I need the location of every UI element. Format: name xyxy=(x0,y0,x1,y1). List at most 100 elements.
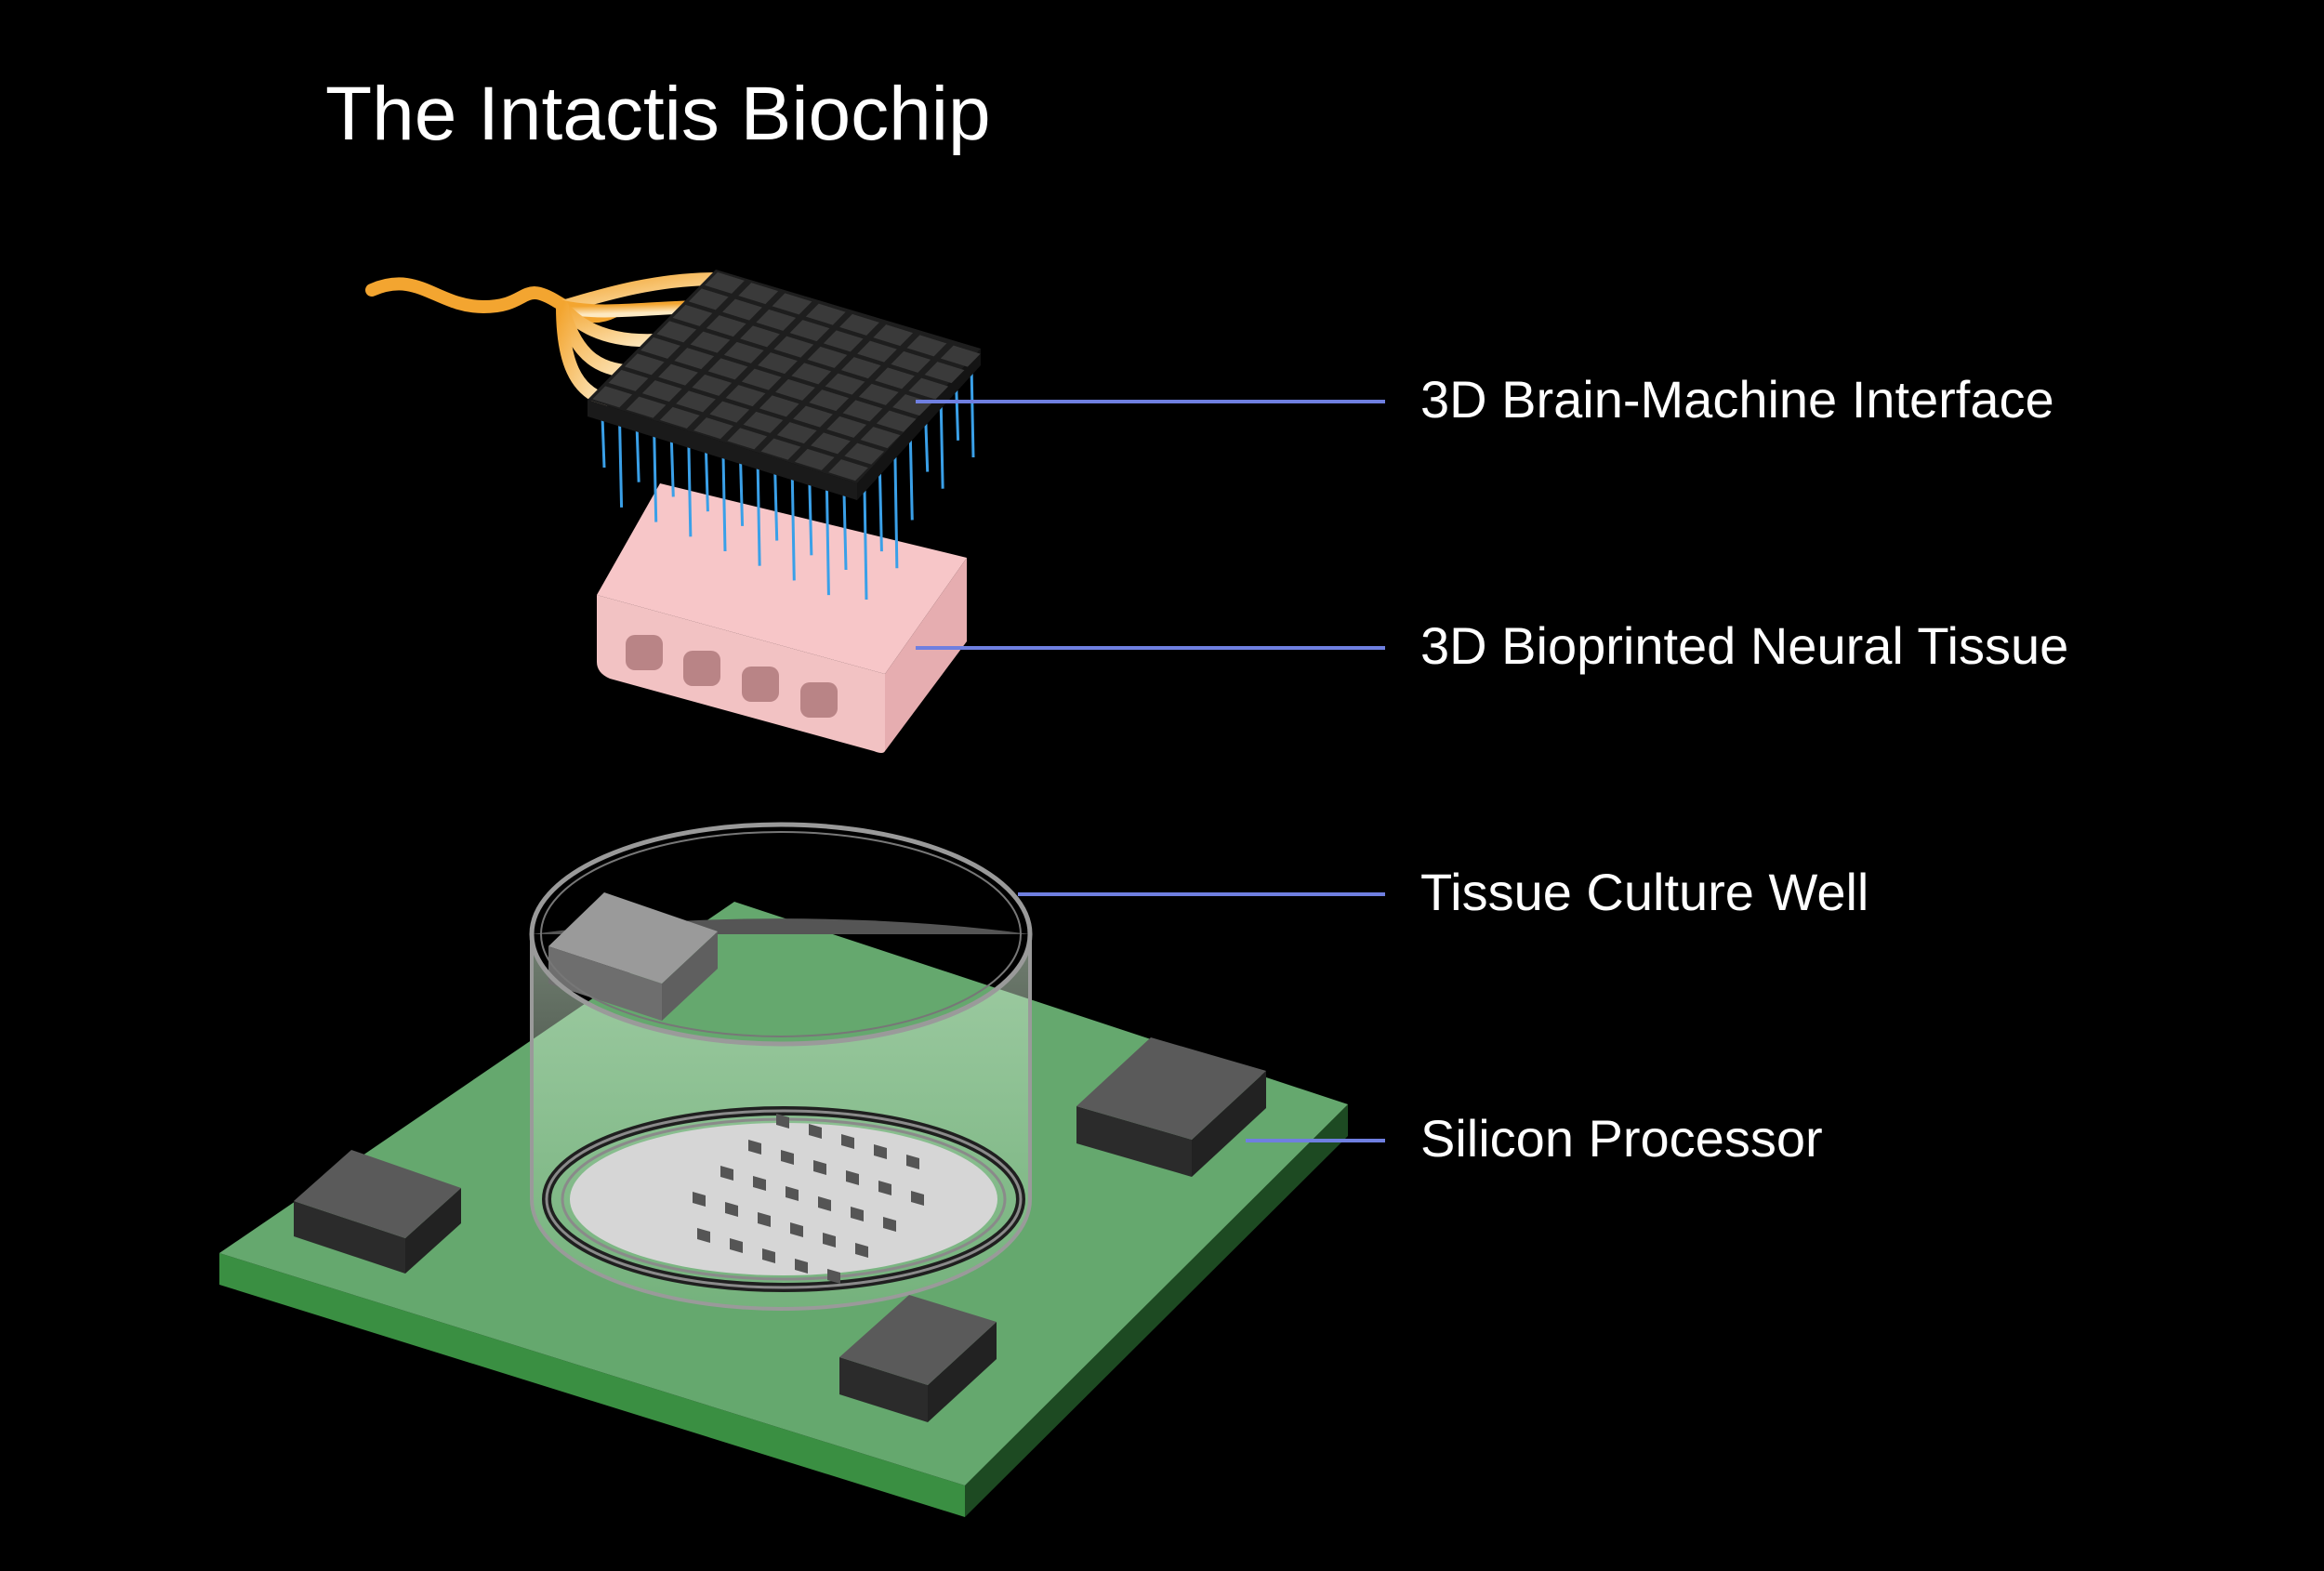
electrode-needle xyxy=(908,435,914,521)
board-front xyxy=(219,1253,965,1517)
interface-grid xyxy=(592,271,981,482)
electrode-cell xyxy=(809,389,850,412)
electrode-cell xyxy=(741,368,782,390)
electrode-cell xyxy=(756,309,797,331)
disc-electrode xyxy=(809,1124,822,1139)
electrode-cell xyxy=(876,410,917,432)
culture-well-icon xyxy=(529,822,1033,1311)
well-rim xyxy=(529,822,1033,1047)
electrode-cell xyxy=(823,330,864,352)
electrode-needle xyxy=(669,438,675,497)
electrode-cell xyxy=(807,346,848,368)
electrode-cell xyxy=(759,395,799,417)
electrode-needle xyxy=(970,364,975,458)
electrode-array-icon xyxy=(365,270,981,601)
electrode-cell xyxy=(858,383,899,405)
disc-electrode xyxy=(693,1192,706,1207)
electrode-cell xyxy=(940,345,981,367)
electrode-cell xyxy=(775,378,815,401)
electrode-needle xyxy=(924,417,930,472)
electrode-cell xyxy=(842,400,883,422)
disc-electrode xyxy=(878,1181,891,1195)
label-well: Tissue Culture Well xyxy=(1420,863,1868,921)
electrode-cell xyxy=(688,288,729,310)
electrode-cell xyxy=(875,367,915,389)
disc-electrode xyxy=(911,1191,924,1206)
disc-electrode xyxy=(818,1196,831,1211)
electrode-cell xyxy=(690,331,731,353)
electrode-cell xyxy=(840,357,881,379)
electrode-cell xyxy=(839,313,879,336)
disc-electrode xyxy=(846,1170,859,1185)
electrode-cell xyxy=(793,405,833,428)
electrode-cell xyxy=(738,283,779,305)
electrode-cell xyxy=(743,411,784,433)
electrode-needle xyxy=(653,432,658,522)
electrode-cell xyxy=(892,394,932,416)
electrode-cell xyxy=(705,271,745,294)
disc-electrode xyxy=(823,1233,836,1248)
electrode-cell xyxy=(906,335,947,357)
electrode-cell xyxy=(723,341,764,363)
disc-electrode xyxy=(855,1243,868,1258)
electrode-needle xyxy=(739,459,745,526)
tissue-block-icon xyxy=(597,483,967,753)
electrode-cell xyxy=(772,293,812,315)
disc-electrode xyxy=(720,1166,733,1181)
electrode-cell xyxy=(706,315,746,337)
disc-electrode xyxy=(748,1140,761,1155)
callouts: 3D Brain-Machine Interface 3D Bioprinted… xyxy=(916,370,2068,1168)
electrode-needle xyxy=(825,487,830,596)
disc-electrode xyxy=(841,1134,854,1149)
electrode-cell xyxy=(676,390,716,413)
electrode-cell xyxy=(592,386,633,408)
electrode-cell xyxy=(789,320,830,342)
page-title: The Intactis Biochip xyxy=(325,72,991,156)
electrode-needle xyxy=(893,453,899,569)
disc-electrode-dots xyxy=(693,1114,924,1284)
electrode-cell xyxy=(811,432,851,455)
electrode-needle xyxy=(756,465,761,566)
electrode-cell xyxy=(891,350,931,373)
electrode-cell xyxy=(773,336,814,358)
electrode-cell xyxy=(857,340,897,363)
electrode-needle xyxy=(955,382,960,441)
disc-electrode xyxy=(874,1144,887,1159)
chip-bottom xyxy=(839,1295,997,1422)
electrode-needle xyxy=(687,443,693,537)
electrode-cell xyxy=(860,427,901,449)
chip-left xyxy=(294,1150,461,1274)
tissue-pores xyxy=(626,635,838,718)
electrode-cell xyxy=(709,401,750,423)
disc-electrode xyxy=(781,1150,794,1165)
electrode-cell xyxy=(844,442,885,465)
label-processor: Silicon Processor xyxy=(1420,1109,1823,1168)
label-tissue: 3D Bioprinted Neural Tissue xyxy=(1420,616,2068,675)
disc-electrode xyxy=(813,1160,826,1175)
electrode-needle xyxy=(721,454,727,552)
electrode-cell xyxy=(692,374,733,396)
disc-electrode xyxy=(851,1207,864,1221)
label-interface: 3D Brain-Machine Interface xyxy=(1420,370,2054,429)
electrode-cell xyxy=(828,459,868,482)
interface-needles xyxy=(601,364,975,601)
electrode-cell xyxy=(707,358,748,380)
electrode-cell xyxy=(640,337,680,359)
electrode-cell xyxy=(794,448,835,470)
electrode-needle xyxy=(939,400,944,489)
chip-right xyxy=(1076,1037,1266,1177)
disc-electrode xyxy=(753,1176,766,1191)
electrode-cell xyxy=(805,303,846,325)
disc-electrode xyxy=(730,1238,743,1253)
electrode-cell xyxy=(658,363,698,386)
electrode-needle xyxy=(704,449,709,512)
disc-electrode xyxy=(786,1186,799,1201)
electrode-cell xyxy=(727,428,768,450)
electrode-cell xyxy=(740,325,780,348)
board-side xyxy=(965,1104,1348,1517)
electrode-needle xyxy=(601,416,606,469)
disc-electrode xyxy=(790,1222,803,1237)
disc-electrode xyxy=(883,1217,896,1232)
electrode-cell xyxy=(924,362,965,384)
electrode-disc xyxy=(570,1123,997,1275)
